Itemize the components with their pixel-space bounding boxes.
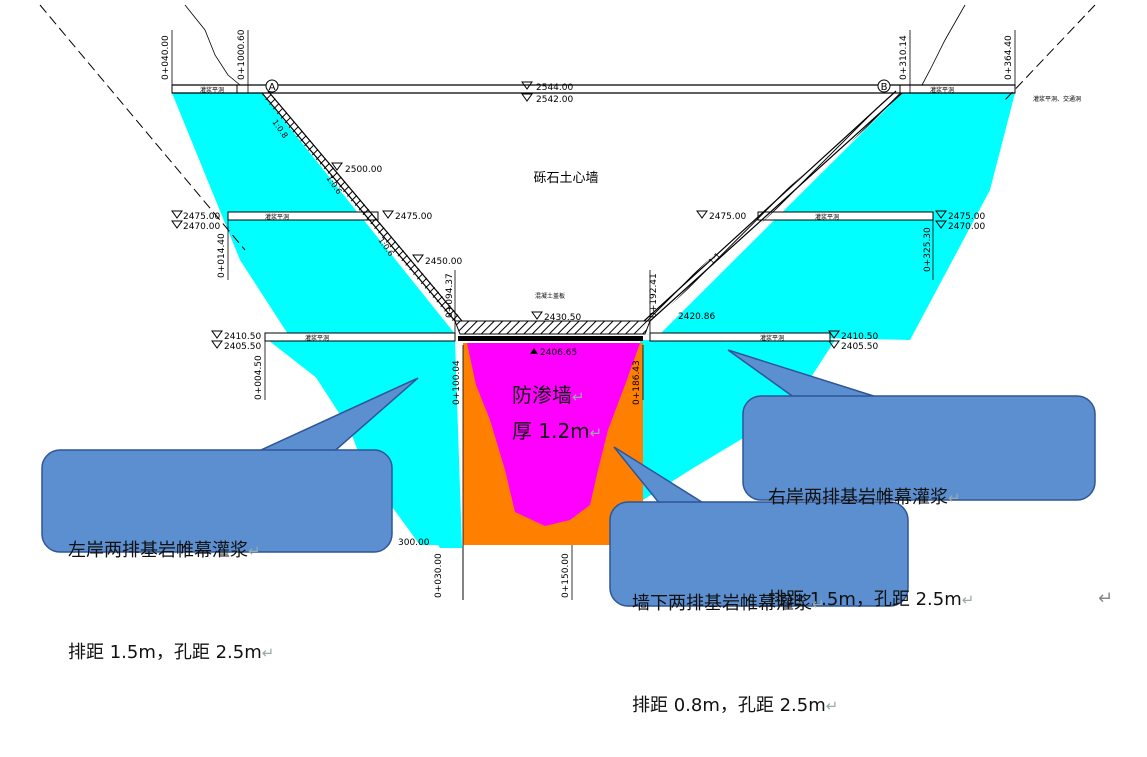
elev-2410-left: 2410.50	[224, 332, 261, 342]
callout-left-box	[41, 449, 393, 553]
elev-300: 300.00	[398, 538, 430, 548]
callout-right-line1: 右岸两排基岩帷幕灌浆	[768, 487, 948, 508]
return-mark: ↵	[572, 388, 585, 406]
core-wall-label: 砾石土心墙	[533, 171, 598, 186]
station-364: 0+364.40	[1004, 35, 1014, 80]
station-040: 0+040.00	[161, 35, 171, 80]
gallery-label-5: 灌浆平洞	[305, 334, 329, 342]
elev-2475-right: 2475.00	[948, 212, 985, 222]
gallery-label-2: 灌浆平洞	[930, 86, 954, 94]
left-slope-hatch	[261, 90, 462, 324]
elev-2406: 2406.65	[540, 348, 577, 358]
svg-text:A: A	[269, 82, 276, 93]
left-lower-zone	[268, 340, 462, 548]
elev-2420: 2420.86	[678, 312, 715, 322]
right-slope-hatch	[644, 90, 902, 324]
return-mark-corner: ↵	[1098, 588, 1114, 609]
gallery-label-1: 灌浆平洞	[200, 86, 224, 94]
station-192: 0+192.41	[649, 273, 659, 318]
terrain-lines	[184, 4, 966, 86]
return-mark: ↵	[812, 595, 825, 613]
gallery-label-3: 灌浆平洞	[265, 213, 289, 221]
wall-top-bar	[458, 336, 643, 341]
elev-2475-midright: 2475.00	[709, 212, 746, 222]
callout-bottom-line1: 墙下两排基岩帷幕灌浆	[632, 593, 812, 614]
concrete-cap	[454, 320, 651, 335]
elev-2430: 2430.50	[544, 313, 581, 323]
svg-text:B: B	[881, 82, 888, 93]
station-094: 0+094.37	[445, 273, 455, 318]
elev-2405-right: 2405.50	[841, 342, 878, 352]
elev-2470-left: 2470.00	[183, 222, 220, 232]
station-014: 0+014.40	[217, 233, 227, 278]
abutment-dashed	[39, 4, 1096, 251]
callout-right-box	[742, 395, 1096, 501]
wall-line1: 防渗墙	[512, 383, 572, 407]
wall-line2: 厚 1.2m	[512, 419, 590, 443]
concrete-label: 混凝土盖板	[535, 292, 565, 300]
elevation-2406-mark	[530, 348, 538, 354]
station-325: 0+325.30	[923, 227, 933, 272]
elev-2405-left: 2405.50	[224, 342, 261, 352]
elev-2410-right: 2410.50	[841, 332, 878, 342]
station-150: 0+150.00	[561, 553, 571, 598]
elev-2475-left: 2475.00	[183, 212, 220, 222]
elev-2544: 2544.00	[536, 83, 573, 93]
callout-bottom-line2: 排距 0.8m，孔距 2.5m	[632, 695, 826, 716]
marker-b: B	[877, 79, 891, 93]
callout-right	[727, 349, 1096, 501]
callout-bottom	[609, 446, 909, 607]
callout-left-line1: 左岸两排基岩帷幕灌浆	[68, 540, 248, 561]
station-030: 0+030.00	[434, 553, 444, 598]
station-lines	[171, 30, 1016, 600]
callout-left-line2: 排距 1.5m，孔距 2.5m	[68, 642, 262, 663]
callout-right-text: 右岸两排基岩帷幕灌浆↵ 排距 1.5m，孔距 2.5m↵	[768, 413, 974, 651]
elev-2475-midleft: 2475.00	[395, 212, 432, 222]
station-310: 0+310.14	[899, 35, 909, 80]
return-mark: ↵	[825, 697, 839, 715]
cutoff-wall	[467, 343, 640, 526]
callout-left-text: 左岸两排基岩帷幕灌浆↵ 排距 1.5m，孔距 2.5m↵	[68, 466, 274, 704]
marker-a: A	[265, 79, 279, 93]
callout-right-line2: 排距 1.5m，孔距 2.5m	[768, 589, 962, 610]
elev-2450: 2450.00	[425, 257, 462, 267]
callout-bottom-box	[609, 501, 909, 607]
elev-2500: 2500.00	[345, 165, 382, 175]
cutoff-wall-label: 防渗墙↵ 厚 1.2m↵	[512, 378, 602, 450]
return-mark: ↵	[589, 424, 603, 442]
station-100: 0+100.04	[452, 360, 462, 405]
elevation-marks	[171, 81, 947, 349]
return-mark: ↵	[248, 542, 261, 560]
elev-2542: 2542.00	[536, 95, 573, 105]
return-mark: ↵	[261, 644, 275, 662]
station-004: 0+004.50	[254, 355, 264, 400]
elev-2470-right: 2470.00	[948, 222, 985, 232]
callout-bottom-text: 墙下两排基岩帷幕灌浆↵ 排距 0.8m，孔距 2.5m↵	[632, 519, 838, 757]
return-mark: ↵	[961, 591, 975, 609]
gallery-label-6: 灌浆平洞	[760, 334, 784, 342]
dam-section-diagram: A B 2544.00 2542.00 2500.00 2475.00 2470…	[39, 4, 1096, 607]
station-1000: 0+1000.60	[237, 29, 247, 80]
right-note-label: 灌浆平洞、交通洞	[1033, 95, 1081, 103]
left-grout-zone	[172, 93, 455, 545]
gallery-label-4: 灌浆平洞	[815, 213, 839, 221]
return-mark: ↵	[948, 489, 961, 507]
station-186: 0+186.43	[632, 360, 642, 405]
callout-left	[41, 377, 419, 553]
